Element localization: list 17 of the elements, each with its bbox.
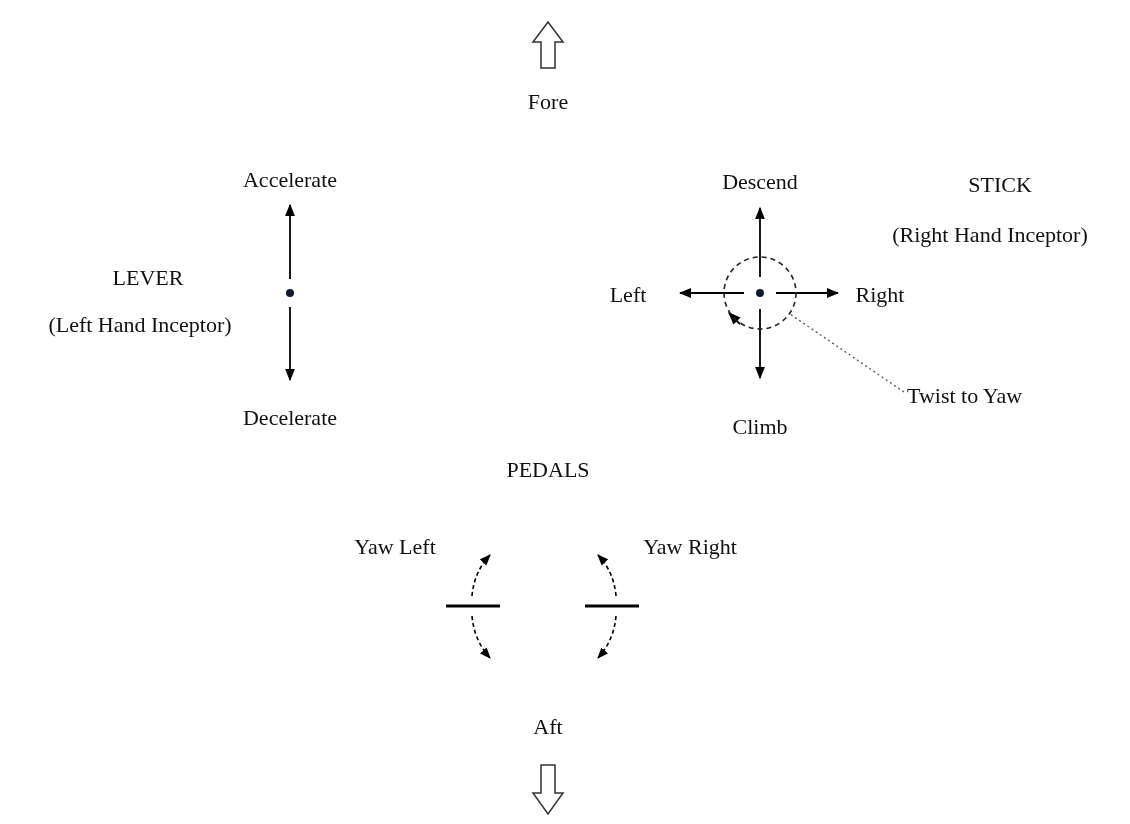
control-label: PEDALS (506, 459, 590, 481)
leader-line (789, 313, 905, 393)
control-label: Yaw Right (643, 536, 737, 558)
control-label: Aft (533, 716, 563, 738)
control-label: Descend (722, 171, 798, 193)
control-label: Climb (732, 416, 788, 438)
control-label: Left (609, 284, 647, 306)
control-label: Fore (527, 91, 569, 113)
callout-label: Twist to Yaw (907, 385, 1023, 407)
control-label: STICK (968, 174, 1032, 196)
control-label: (Left Hand Inceptor) (48, 314, 232, 336)
control-label: Decelerate (243, 407, 337, 429)
control-label: (Right Hand Inceptor) (892, 224, 1088, 246)
control-label: LEVER (112, 267, 184, 289)
control-label: Accelerate (243, 169, 337, 191)
control-label: Right (855, 284, 905, 306)
control-label: Yaw Left (354, 536, 436, 558)
